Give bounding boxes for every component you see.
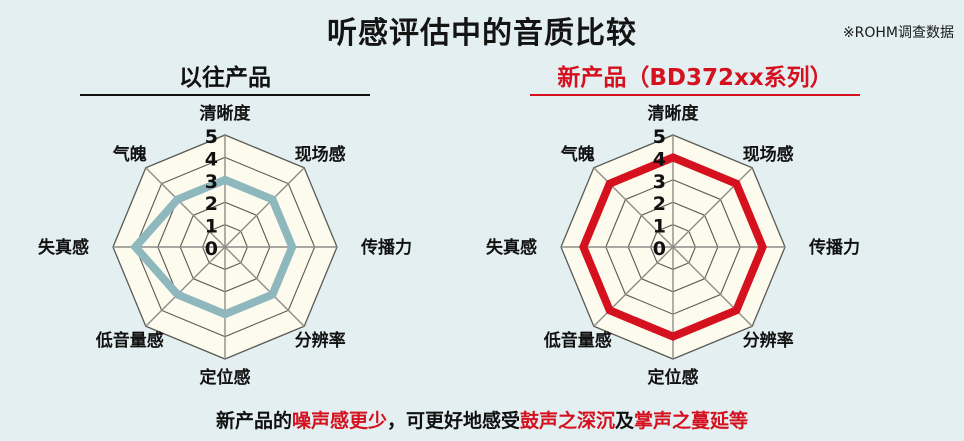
caption-highlight-1: 噪声感更少 (291, 410, 387, 432)
radar-category-label: 气魄 (112, 144, 147, 165)
radar-tick-label: 2 (653, 193, 666, 215)
radar-category-label: 定位感 (200, 367, 251, 388)
radar-category-label: 低音量感 (543, 330, 612, 351)
page-title: 听感评估中的音质比较 (327, 16, 637, 51)
panel-heading-new-label: 新产品（BD372xx系列） (557, 65, 833, 91)
panel-heading-legacy: 以往产品 (80, 58, 370, 96)
radar-tick-label: 1 (205, 216, 218, 238)
radar-category-label: 现场感 (743, 144, 794, 165)
radar-category-label: 清晰度 (648, 103, 700, 124)
radar-series-polygon (579, 153, 767, 341)
radar-axis-spoke (224, 167, 305, 248)
radar-tick-label: 2 (205, 193, 218, 215)
panel-heading-new: 新产品（BD372xx系列） (530, 58, 860, 96)
radar-series-polygon (130, 175, 297, 319)
radar-category-label: 气魄 (560, 144, 595, 165)
radar-tick-label: 1 (653, 216, 666, 238)
radar-category-label: 低音量感 (95, 330, 164, 351)
source-note: ※ROHM调查数据 (842, 25, 954, 41)
caption-highlight-2: 鼓声之深沉 (520, 410, 616, 432)
caption-part-3: 及 (615, 410, 635, 432)
radar-category-label: 分辨率 (743, 330, 794, 351)
radar-category-label: 分辨率 (295, 330, 346, 351)
radar-axis-spoke (224, 246, 305, 327)
radar-category-label: 现场感 (295, 144, 346, 165)
radar-tick-label: 4 (205, 148, 218, 170)
caption-part-1: 新产品的 (215, 410, 292, 432)
radar-category-label: 失真感 (38, 237, 89, 258)
panel-heading-new-underline (530, 94, 860, 96)
radar-axis-spoke (145, 246, 226, 327)
radar-category-label: 清晰度 (200, 103, 252, 124)
radar-axis-spoke (145, 167, 226, 248)
radar-category-label: 失真感 (486, 237, 537, 258)
radar-tick-label: 5 (205, 126, 218, 148)
radar-tick-label: 0 (653, 238, 666, 260)
radar-tick-label: 5 (653, 126, 666, 148)
radar-tick-label: 3 (653, 171, 666, 193)
caption-highlight-3: 掌声之蔓延等 (634, 410, 749, 432)
radar-tick-label: 3 (205, 171, 218, 193)
radar-category-label: 传播力 (360, 237, 412, 258)
panel-heading-legacy-label: 以往产品 (179, 65, 271, 91)
caption: 新产品的噪声感更少，可更好地感受鼓声之深沉及掌声之蔓延等 (0, 406, 964, 433)
radar-category-label: 传播力 (808, 237, 860, 258)
radar-tick-label: 0 (205, 238, 218, 260)
panel-heading-legacy-underline (80, 94, 370, 96)
radar-tick-label: 4 (653, 148, 666, 170)
radar-category-label: 定位感 (648, 367, 699, 388)
caption-part-2: ，可更好地感受 (386, 410, 520, 432)
